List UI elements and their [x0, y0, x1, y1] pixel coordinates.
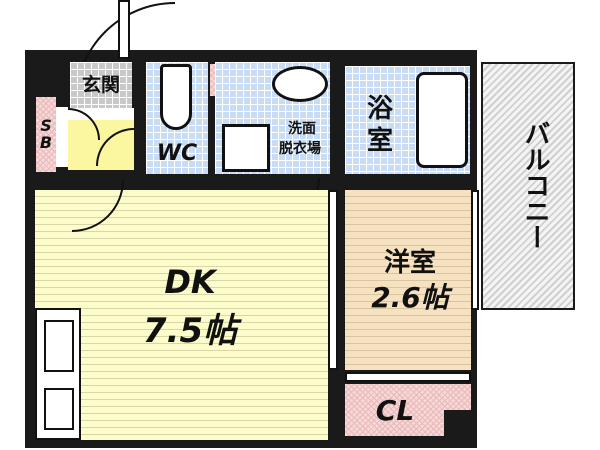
entrance-door-leaf: [118, 0, 130, 59]
label-entrance: 玄関: [81, 74, 120, 96]
closet-doors: [345, 372, 471, 382]
label-dk-line2: 7.5帖: [142, 311, 238, 351]
washing-machine-pan: [222, 124, 270, 172]
stove-fixture: [44, 388, 74, 430]
room-western: [345, 190, 471, 370]
label-shoe-box: SB: [39, 116, 53, 152]
label-washroom-line2: 脱衣場: [279, 141, 321, 157]
shoe-box-door: [56, 107, 68, 167]
washbasin-fixture: [272, 66, 328, 102]
room-balcony: [481, 62, 575, 310]
toilet-fixture: [160, 64, 192, 130]
label-toilet: WC: [156, 141, 198, 166]
room-entrance: [70, 62, 132, 108]
bathtub-fixture: [416, 72, 468, 168]
balcony-window: [471, 190, 479, 310]
label-bathroom-line2: 室: [366, 126, 393, 156]
label-western-line1: 洋室: [383, 248, 436, 278]
sliding-door-partition: [328, 190, 338, 370]
label-balcony: バルコニー: [520, 120, 550, 250]
closet-notch: [444, 410, 471, 436]
sink-fixture: [44, 320, 74, 372]
label-dk-line1: DK: [164, 263, 216, 301]
label-washroom-line1: 洗面: [288, 121, 316, 137]
room-dining-kitchen: [35, 190, 328, 440]
room-shoe-box: [36, 97, 56, 172]
label-bathroom-line1: 浴: [366, 94, 393, 124]
label-closet: CL: [375, 394, 415, 427]
label-western-line2: 2.6帖: [371, 281, 449, 314]
